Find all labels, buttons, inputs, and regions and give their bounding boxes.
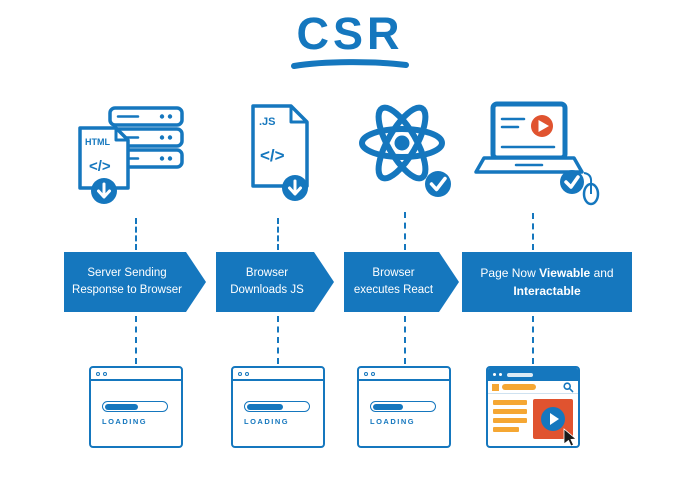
connector-line bbox=[135, 218, 137, 250]
check-icon bbox=[425, 171, 451, 197]
titlebar-dot bbox=[245, 371, 249, 376]
code-glyph: </> bbox=[260, 146, 285, 165]
toolbar-tile bbox=[492, 383, 499, 391]
titlebar-dot bbox=[499, 373, 502, 376]
browser-window-loading-2: LOADING bbox=[231, 366, 325, 448]
content-line bbox=[493, 418, 527, 423]
loading-label: LOADING bbox=[370, 417, 416, 426]
js-file-label: .JS bbox=[259, 116, 276, 128]
step-label: Page Now Viewable and Interactable bbox=[480, 266, 614, 298]
js-file-icon: .JS </> bbox=[251, 104, 309, 188]
step-banner-page-ready: Page Now Viewable and Interactable bbox=[462, 252, 632, 312]
content-line bbox=[493, 400, 527, 405]
react-atom-icon bbox=[359, 104, 445, 182]
progress-bar bbox=[370, 401, 436, 412]
check-icon bbox=[560, 170, 584, 194]
step-label: Server Sending Response to Browser bbox=[72, 266, 182, 296]
connector-line bbox=[532, 316, 534, 364]
laptop-icon bbox=[474, 101, 584, 174]
browser-window-loading-1: LOADING bbox=[89, 366, 183, 448]
step-label: Browser Downloads JS bbox=[230, 266, 304, 296]
loading-label: LOADING bbox=[244, 417, 290, 426]
title-underline bbox=[291, 59, 409, 69]
html-file-icon: HTML </> bbox=[78, 126, 130, 190]
connector-line bbox=[135, 316, 137, 364]
connector-line bbox=[404, 316, 406, 364]
toolbar-pill bbox=[502, 384, 536, 390]
address-bar bbox=[507, 372, 533, 377]
laptop-video-icon bbox=[468, 98, 603, 208]
download-arrow-icon bbox=[282, 175, 308, 201]
titlebar-dot bbox=[96, 371, 100, 376]
search-icon bbox=[563, 381, 574, 392]
browser-titlebar bbox=[233, 368, 323, 381]
play-button-icon bbox=[541, 407, 565, 431]
titlebar-dot bbox=[371, 371, 375, 376]
step-banner-execute-react: Browser executes React bbox=[344, 252, 459, 312]
connector-line bbox=[277, 316, 279, 364]
progress-fill bbox=[246, 403, 284, 410]
step-label: Browser executes React bbox=[353, 266, 434, 296]
browser-window-loading-3: LOADING bbox=[357, 366, 451, 448]
browser-toolbar bbox=[488, 381, 578, 394]
connector-line bbox=[277, 218, 279, 250]
content-line bbox=[493, 427, 519, 432]
step-banner-server-response: Server Sending Response to Browser bbox=[64, 252, 206, 312]
titlebar-dot bbox=[238, 371, 242, 376]
titlebar-dot bbox=[493, 373, 496, 376]
content-text-lines bbox=[493, 400, 527, 432]
mouse-icon bbox=[582, 172, 600, 206]
js-file-download-icon: .JS </> bbox=[225, 98, 335, 213]
download-arrow-icon bbox=[91, 178, 117, 204]
browser-titlebar bbox=[359, 368, 449, 381]
connector-line bbox=[404, 212, 406, 250]
page-title: CSR bbox=[296, 8, 404, 59]
play-button-icon bbox=[531, 115, 553, 137]
loading-label: LOADING bbox=[102, 417, 148, 426]
browser-titlebar bbox=[488, 368, 578, 381]
step-banner-download-js: Browser Downloads JS bbox=[216, 252, 334, 312]
browser-titlebar bbox=[91, 368, 181, 381]
play-triangle-icon bbox=[550, 413, 559, 425]
progress-bar bbox=[102, 401, 168, 412]
connector-line bbox=[532, 213, 534, 250]
code-glyph: </> bbox=[89, 158, 111, 175]
react-logo-icon bbox=[350, 95, 460, 207]
page-content bbox=[488, 394, 578, 446]
progress-fill bbox=[372, 403, 403, 410]
mouse-cursor-icon bbox=[563, 428, 577, 446]
server-html-download-icon: HTML </> bbox=[72, 98, 192, 213]
titlebar-dot bbox=[103, 371, 107, 376]
html-file-label: HTML bbox=[85, 137, 110, 147]
titlebar-dot bbox=[364, 371, 368, 376]
progress-fill bbox=[104, 403, 139, 410]
progress-bar bbox=[244, 401, 310, 412]
browser-window-loaded bbox=[486, 366, 580, 448]
content-line bbox=[493, 409, 527, 414]
